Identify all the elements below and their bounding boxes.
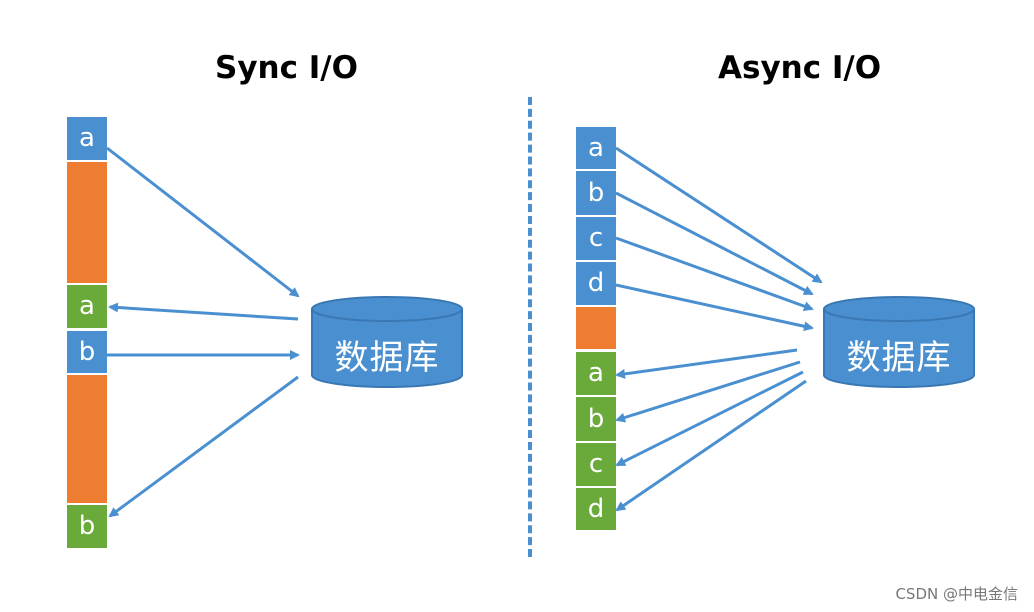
async-response-c-arrow [615,370,804,467]
watermark: CSDN @中电金信 [895,585,1018,603]
sync-database-cylinder [311,296,463,388]
async-request-d-arrow [615,283,814,332]
async-response-c: c [576,443,616,486]
sync-arrows [106,146,300,518]
async-request-c-arrow [615,236,814,311]
async-database-label: 数据库 [846,338,952,378]
async-request-c: c [576,217,616,260]
async-request-d: d [576,262,616,305]
async-response-b-arrow [615,360,801,423]
async-waiting [576,307,616,349]
sync-request-a-arrow [106,146,300,298]
async-response-b: b [576,397,616,441]
async-io-title: Async I/O [718,50,882,86]
async-response-a-arrow [615,348,798,379]
sync-waiting-2 [67,375,107,503]
sync-database-label: 数据库 [334,338,440,378]
async-request-b: b [576,171,616,215]
sync-waiting-1 [67,162,107,283]
async-response-d: d [576,488,616,530]
async-request-a: a [576,127,616,169]
async-request-b-arrow [615,191,814,296]
section-divider [528,97,532,557]
sync-response-b: b [67,505,107,548]
async-response-a: a [576,352,616,395]
sync-request-b: b [67,331,107,373]
sync-request-a: a [67,117,107,160]
async-response-d-arrow [615,379,807,512]
sync-response-b-arrow [108,375,299,518]
async-arrows [615,146,823,512]
async-database-cylinder [823,296,975,388]
sync-io-title: Sync I/O [215,50,358,86]
sync-response-a-arrow [108,302,299,321]
sync-response-a: a [67,285,107,328]
async-request-a-arrow [615,146,823,284]
